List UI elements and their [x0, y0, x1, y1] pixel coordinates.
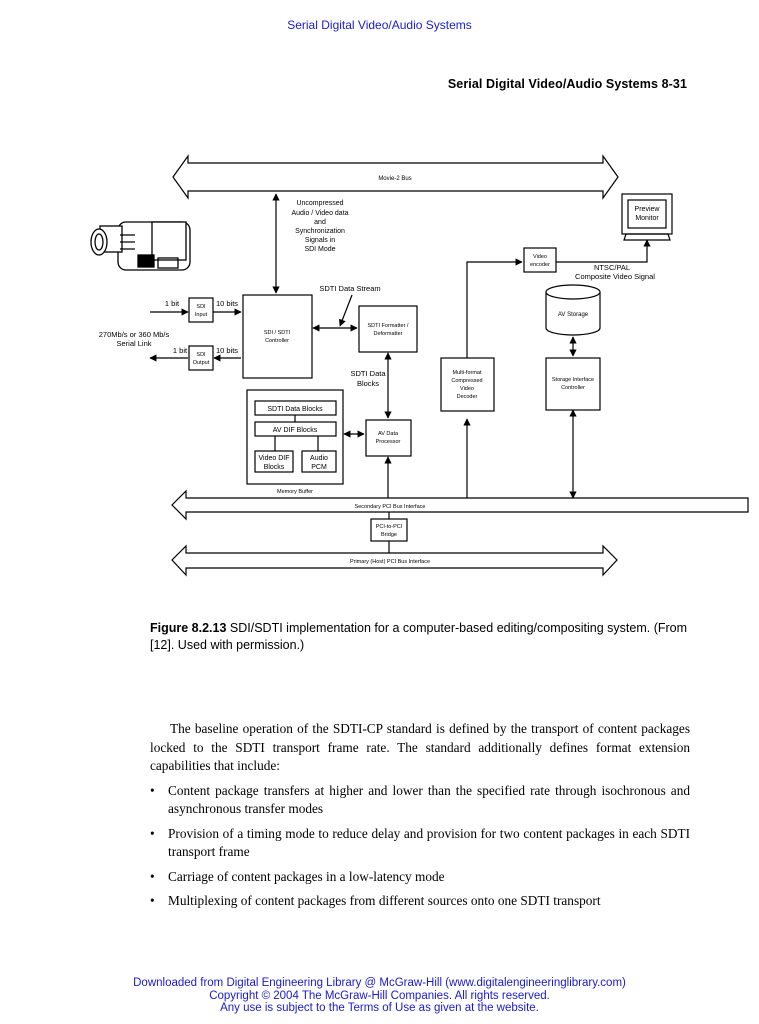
- movie2-bus-label: Movie-2 Bus: [378, 176, 411, 182]
- svg-text:Blocks: Blocks: [264, 464, 285, 471]
- pci-bridge-box: PCI-to-PCI Bridge: [370, 518, 408, 542]
- preview-monitor: Preview Monitor: [621, 193, 673, 241]
- body-paragraph: The baseline operation of the SDTI-CP st…: [150, 721, 690, 773]
- svg-text:Input: Input: [195, 312, 208, 318]
- svg-text:Output: Output: [193, 360, 210, 366]
- bullet-glyph: •: [150, 782, 155, 798]
- svg-text:SDI: SDI: [196, 352, 206, 358]
- svg-text:Monitor: Monitor: [635, 215, 659, 222]
- svg-text:Deformatter: Deformatter: [373, 331, 402, 337]
- svg-text:PCI-to-PCI: PCI-to-PCI: [376, 524, 403, 530]
- block-diagram: Movie-2 Bus Uncompressed Audio / Video d…: [90, 154, 749, 577]
- footer: Downloaded from Digital Engineering Libr…: [0, 977, 759, 1015]
- svg-text:Primary (Host) PCI Bus Interfa: Primary (Host) PCI Bus Interface: [350, 559, 430, 565]
- primary-pci-bus: Primary (Host) PCI Bus Interface: [171, 544, 618, 577]
- svg-text:Bridge: Bridge: [381, 532, 397, 538]
- svg-text:AV DIF Blocks: AV DIF Blocks: [273, 427, 318, 434]
- svg-text:SDTI Data Blocks: SDTI Data Blocks: [267, 406, 323, 413]
- list-item: •Provision of a timing mode to reduce de…: [150, 825, 690, 860]
- figure-label: Figure 8.2.13: [150, 621, 227, 635]
- serial-link-label: 270Mb/s or 360 Mb/s Serial Link: [99, 330, 170, 348]
- svg-text:Synchronization: Synchronization: [295, 228, 345, 235]
- svg-text:encoder: encoder: [530, 262, 550, 268]
- memory-buffer: SDTI Data Blocks AV DIF Blocks Video DIF…: [246, 389, 344, 485]
- sdti-data-stream-label: SDTI Data Stream: [319, 284, 380, 293]
- running-head: Serial Digital Video/Audio Systems 8-31: [447, 77, 687, 91]
- svg-text:Preview: Preview: [635, 206, 661, 213]
- figure-caption: Figure 8.2.13 SDI/SDTI implementation fo…: [150, 620, 690, 654]
- svg-text:SDI / SDTI: SDI / SDTI: [264, 330, 291, 336]
- uncompressed-label: Uncompressed Audio / Video data and Sync…: [291, 200, 348, 253]
- bits-out-label: 10 bits: [216, 346, 238, 355]
- svg-text:Decoder: Decoder: [457, 394, 478, 400]
- svg-text:Audio: Audio: [310, 455, 328, 462]
- svg-text:Audio / Video data: Audio / Video data: [291, 210, 348, 217]
- list-item: •Content package transfers at higher and…: [150, 782, 690, 817]
- av-data-processor-box: AV Data Processor: [365, 419, 412, 457]
- svg-text:Serial Link: Serial Link: [116, 339, 151, 348]
- svg-text:Controller: Controller: [265, 338, 289, 344]
- video-encoder-box: Video encoder: [523, 247, 557, 273]
- svg-text:Multi-format: Multi-format: [452, 370, 482, 376]
- list-item: •Multiplexing of content packages from d…: [150, 892, 690, 911]
- storage-interface-box: Storage Interface Controller: [545, 357, 601, 411]
- svg-text:Signals in: Signals in: [305, 237, 335, 244]
- composite-video-label: Composite Video Signal: [575, 272, 655, 281]
- svg-text:Uncompressed: Uncompressed: [296, 200, 343, 207]
- svg-text:AV Storage: AV Storage: [558, 312, 589, 318]
- camcorder-icon: [90, 221, 191, 271]
- svg-text:AV Data: AV Data: [378, 431, 399, 437]
- sdi-sdti-controller-box: SDI / SDTI Controller: [242, 294, 313, 379]
- svg-text:Compressed: Compressed: [451, 378, 482, 384]
- av-storage-cylinder: AV Storage: [545, 284, 601, 336]
- body-text: The baseline operation of the SDTI-CP st…: [150, 720, 690, 917]
- bullet-glyph: •: [150, 825, 155, 841]
- capabilities-list: •Content package transfers at higher and…: [150, 782, 690, 911]
- sdti-data-blocks-label: SDTI Data Blocks: [350, 369, 386, 388]
- bullet-glyph: •: [150, 893, 155, 908]
- sdi-output-box: SDI Output: [188, 345, 214, 371]
- bullet-glyph: •: [150, 868, 155, 884]
- svg-text:SDTI Data: SDTI Data: [350, 369, 386, 378]
- svg-text:Secondary PCI Bus Interface: Secondary PCI Bus Interface: [355, 504, 426, 510]
- svg-text:SDI Mode: SDI Mode: [304, 246, 335, 253]
- svg-text:Storage Interface: Storage Interface: [552, 377, 594, 383]
- footer-download-link[interactable]: Downloaded from Digital Engineering Libr…: [133, 977, 626, 989]
- svg-text:Video: Video: [533, 254, 547, 260]
- bits-in-label: 10 bits: [216, 299, 238, 308]
- list-item: •Carriage of content packages in a low-l…: [150, 868, 690, 887]
- svg-text:Video: Video: [460, 386, 474, 392]
- footer-copyright: Copyright © 2004 The McGraw-Hill Compani…: [209, 989, 550, 1002]
- svg-text:Video DIF: Video DIF: [259, 455, 290, 462]
- sdti-formatter-box: SDTI Formatter / Deformatter: [358, 305, 418, 353]
- svg-text:Blocks: Blocks: [357, 379, 379, 388]
- sdi-input-box: SDI Input: [188, 297, 214, 323]
- memory-buffer-label: Memory Buffer: [277, 489, 313, 495]
- svg-text:270Mb/s or 360 Mb/s: 270Mb/s or 360 Mb/s: [99, 330, 170, 339]
- svg-text:Processor: Processor: [376, 439, 401, 445]
- figure-caption-text: SDI/SDTI implementation for a computer-b…: [150, 621, 688, 652]
- svg-text:Controller: Controller: [561, 385, 585, 391]
- svg-text:SDI: SDI: [196, 304, 206, 310]
- svg-text:PCM: PCM: [311, 464, 327, 471]
- top-link[interactable]: Serial Digital Video/Audio Systems: [287, 18, 472, 32]
- footer-terms[interactable]: Any use is subject to the Terms of Use a…: [220, 1002, 539, 1014]
- svg-text:SDTI Formatter /: SDTI Formatter /: [368, 323, 409, 329]
- ntsc-pal-label: NTSC/PAL: [594, 263, 630, 272]
- multiformat-decoder-box: Multi-format Compressed Video Decoder: [440, 357, 495, 412]
- secondary-pci-bus: Secondary PCI Bus Interface: [171, 489, 749, 521]
- svg-text:and: and: [314, 219, 326, 226]
- movie2-bus: Movie-2 Bus: [172, 154, 619, 200]
- bit-in-label: 1 bit: [165, 299, 180, 308]
- bit-out-label: 1 bit: [173, 346, 188, 355]
